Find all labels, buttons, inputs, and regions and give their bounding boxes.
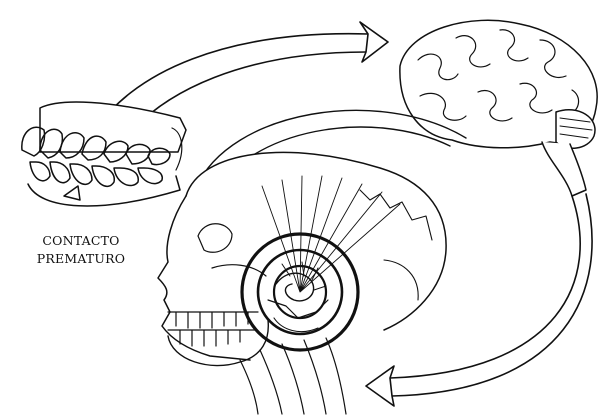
teeth-illustration <box>22 102 186 206</box>
caption-line-1: CONTACTO <box>26 232 136 250</box>
caption-line-2: PREMATURO <box>26 250 136 268</box>
skull-illustration <box>158 152 446 414</box>
brain-illustration <box>400 20 597 196</box>
caption-premature-contact: CONTACTO PREMATURO <box>26 232 136 268</box>
